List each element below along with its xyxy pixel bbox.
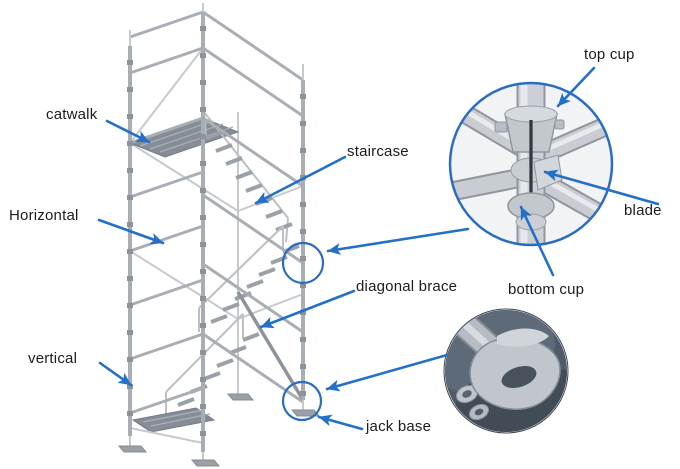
callout-horizontal xyxy=(97,218,165,245)
callout-jack-base xyxy=(317,414,364,431)
label-catwalk: catwalk xyxy=(46,106,98,123)
callout-diagonal-brace xyxy=(259,289,356,329)
label-jack-base: jack base xyxy=(366,418,432,435)
label-horizontal: Horizontal xyxy=(9,207,79,224)
label-bottom-cup: bottom cup xyxy=(508,281,585,298)
callout-catwalk xyxy=(105,119,151,144)
callout-base-to-inset xyxy=(325,353,449,392)
inset-node-detail xyxy=(448,81,614,247)
catwalk-deck xyxy=(128,117,240,158)
label-staircase: staircase xyxy=(347,143,409,160)
label-top-cup: top cup xyxy=(584,46,635,63)
callout-bottom-cup xyxy=(519,205,555,277)
callout-blade xyxy=(543,169,660,206)
callout-staircase xyxy=(254,155,347,205)
label-blade: blade xyxy=(624,202,662,219)
callout-vertical xyxy=(98,361,133,387)
diagonal-brace-tube xyxy=(236,291,305,401)
scaffold-tower xyxy=(117,3,321,467)
callout-top-cup xyxy=(556,66,596,108)
annotation-circle-base xyxy=(281,380,323,422)
label-diagonal-brace: diagonal brace xyxy=(356,278,458,295)
label-vertical: vertical xyxy=(28,350,78,367)
bottom-cup-part xyxy=(507,192,555,231)
jack-base-feet xyxy=(117,386,321,467)
callout-node-to-inset xyxy=(326,227,470,255)
inset-blade-detail xyxy=(443,308,569,434)
annotation-circle-node xyxy=(281,241,325,285)
